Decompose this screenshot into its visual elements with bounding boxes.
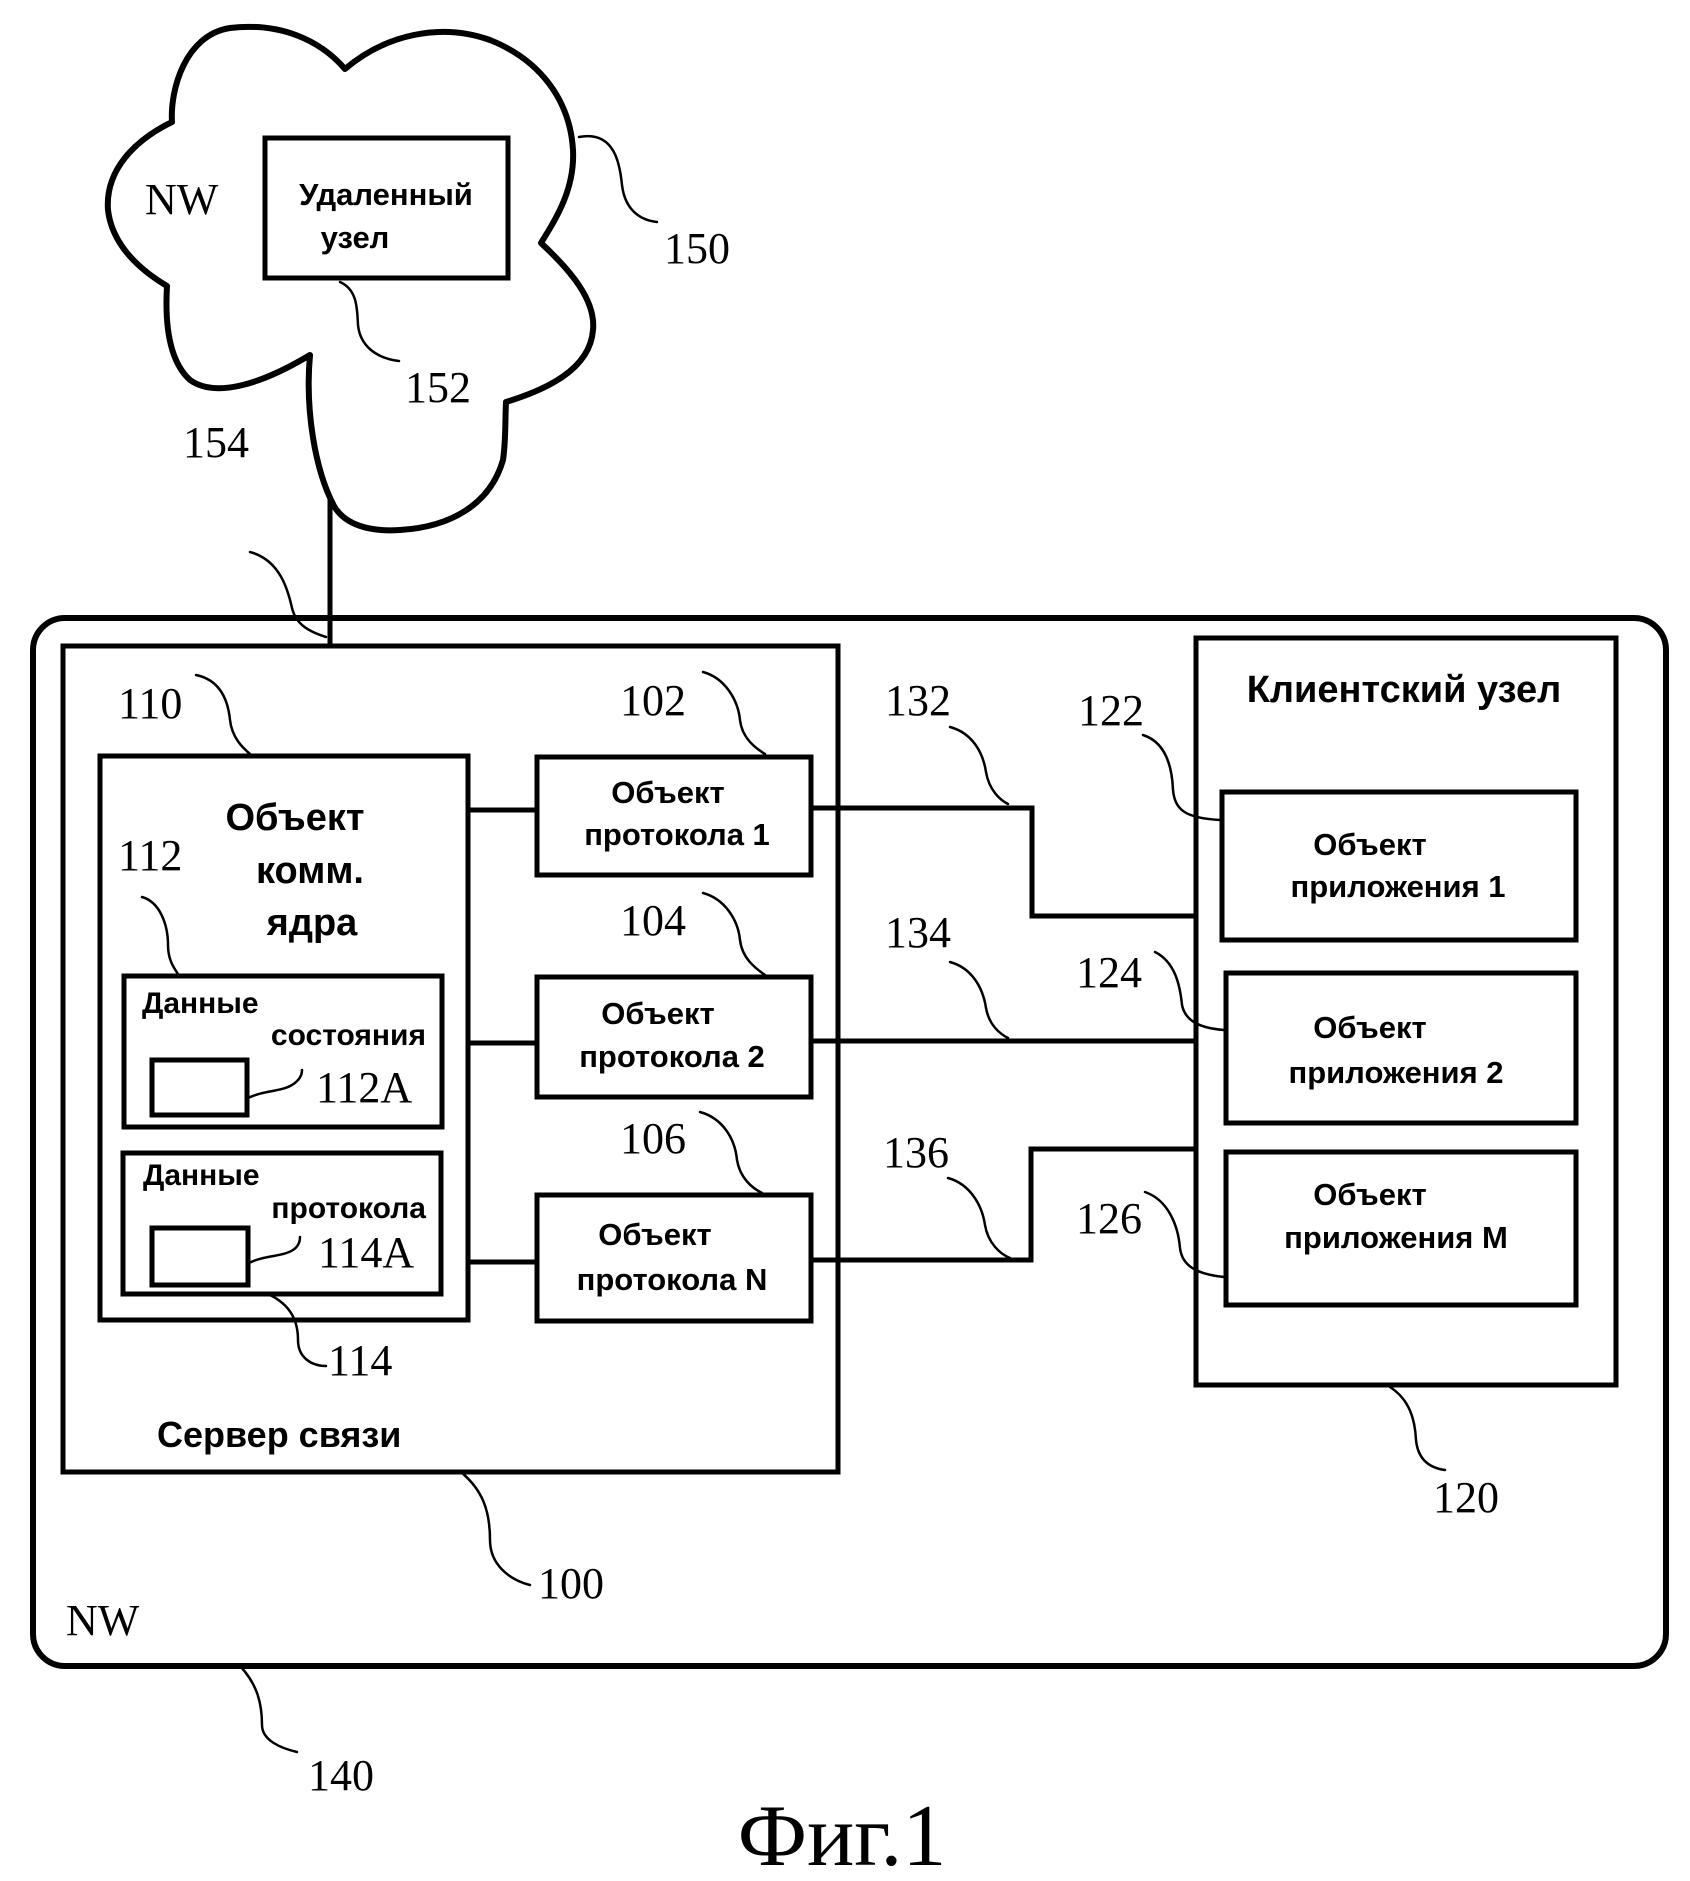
- ref-154: 154: [183, 418, 249, 467]
- core-object: Объект комм. ядра 110 Данные состояния 1…: [97, 673, 471, 1385]
- leader-136: [946, 1176, 1012, 1260]
- protocol-object-box: [534, 754, 814, 878]
- protocol-object-label-line2: протокола 1: [584, 817, 770, 852]
- connection-132: [811, 805, 1196, 919]
- leader-150: [577, 134, 659, 224]
- ref-122: 122: [1078, 686, 1144, 735]
- ref-150: 150: [664, 224, 730, 273]
- protocol-data: Данные протокола 114A 114: [120, 1150, 444, 1385]
- protocol-data-label-line2: протокола: [271, 1192, 426, 1225]
- leader-100: [460, 1471, 532, 1587]
- app-object-label-line1: Объект: [1313, 1010, 1426, 1045]
- core-object-label-line3: ядра: [266, 902, 359, 944]
- protocol-data-label-line1: Данные: [143, 1159, 260, 1192]
- leader-120: [1388, 1385, 1447, 1472]
- protocol-data-item: [149, 1225, 251, 1288]
- state-data-label-line1: Данные: [142, 987, 259, 1020]
- app-object-label-line1: Объект: [1313, 827, 1426, 862]
- ref-102: 102: [620, 676, 686, 725]
- protocol-object-box: [534, 1192, 814, 1324]
- app-object-box: [1219, 789, 1579, 943]
- leader-126: [1143, 1190, 1226, 1279]
- leader-154: [248, 550, 328, 639]
- protocol-object-label-line2: протокола 2: [579, 1039, 765, 1074]
- ref-106: 106: [620, 1114, 686, 1163]
- leader-106: [698, 1110, 764, 1195]
- remote-node-label-line1: Удаленный: [299, 177, 473, 212]
- figure-caption: Фиг.1: [738, 1788, 947, 1881]
- protocol-object-1: Объект протокола 1 102: [534, 670, 814, 878]
- server-label: Сервер связи: [157, 1414, 401, 1455]
- local-network-boundary: [30, 615, 1669, 1669]
- ref-124: 124: [1076, 948, 1142, 997]
- ref-126: 126: [1076, 1194, 1142, 1243]
- app-object-label-line2: приложения 2: [1288, 1055, 1503, 1090]
- leader-152: [338, 280, 401, 363]
- remote-node-box: Удаленный узел: [262, 135, 511, 281]
- ref-112A: 112A: [316, 1063, 412, 1112]
- leader-102: [701, 670, 767, 756]
- app-object-box: [1223, 1149, 1579, 1308]
- ref-132: 132: [885, 676, 951, 725]
- ref-114A: 114A: [318, 1228, 414, 1277]
- app-object-m: Объект приложения M 126: [1076, 1149, 1579, 1308]
- leader-110: [194, 673, 252, 756]
- leader-124: [1153, 950, 1226, 1032]
- remote-network-cloud: NW Удаленный узел 150 152 154: [104, 23, 730, 534]
- core-object-label-line2: комм.: [256, 850, 364, 892]
- leader-104: [701, 891, 767, 977]
- leader-132: [948, 725, 1010, 806]
- cloud-outline: [104, 23, 597, 534]
- protocol-object-box: [534, 974, 814, 1100]
- remote-node-label-line2: узел: [321, 220, 390, 255]
- ref-104: 104: [620, 896, 686, 945]
- app-object-2: Объект приложения 2 124: [1076, 948, 1579, 1126]
- leader-112A: [246, 1068, 304, 1100]
- leader-114: [268, 1293, 328, 1368]
- ref-120: 120: [1433, 1473, 1499, 1522]
- protocol-object-label-line1: Объект: [598, 1217, 711, 1252]
- ref-112: 112: [118, 831, 182, 880]
- leader-140: [238, 1664, 299, 1754]
- state-data-item: [149, 1057, 250, 1118]
- ref-114: 114: [328, 1336, 392, 1385]
- local-network-label: NW: [66, 1596, 140, 1645]
- protocol-object-label-line2: протокола N: [577, 1262, 768, 1297]
- connection-136: [811, 1146, 1196, 1263]
- leader-114A: [247, 1235, 302, 1265]
- protocol-object-label-line1: Объект: [601, 996, 714, 1031]
- ref-110: 110: [118, 679, 182, 728]
- ref-140: 140: [308, 1751, 374, 1800]
- state-data: Данные состояния 112A 112: [118, 831, 445, 1130]
- communication-server: Сервер связи 100 Объект комм. ядра 110 Д…: [60, 643, 841, 1608]
- app-object-1: Объект приложения 1 122: [1078, 686, 1579, 943]
- client-node-label: Клиентский узел: [1247, 669, 1562, 711]
- leader-112: [140, 895, 180, 976]
- ref-100: 100: [538, 1559, 604, 1608]
- ref-134: 134: [885, 908, 951, 957]
- app-object-label-line1: Объект: [1313, 1177, 1426, 1212]
- core-object-label-line1: Объект: [226, 797, 365, 839]
- protocol-object-2: Объект протокола 2 104: [534, 891, 814, 1100]
- app-object-label-line2: приложения 1: [1290, 869, 1505, 904]
- app-object-label-line2: приложения M: [1284, 1220, 1508, 1255]
- ref-152: 152: [405, 363, 471, 412]
- ref-136: 136: [883, 1128, 949, 1177]
- app-object-box: [1223, 970, 1579, 1126]
- leader-134: [948, 960, 1010, 1040]
- state-data-label-line2: состояния: [271, 1019, 426, 1052]
- leader-122: [1141, 733, 1222, 822]
- protocol-object-label-line1: Объект: [611, 775, 724, 810]
- client-node: Клиентский узел 120 Объект приложения 1 …: [1076, 635, 1619, 1522]
- cloud-network-label: NW: [145, 175, 219, 224]
